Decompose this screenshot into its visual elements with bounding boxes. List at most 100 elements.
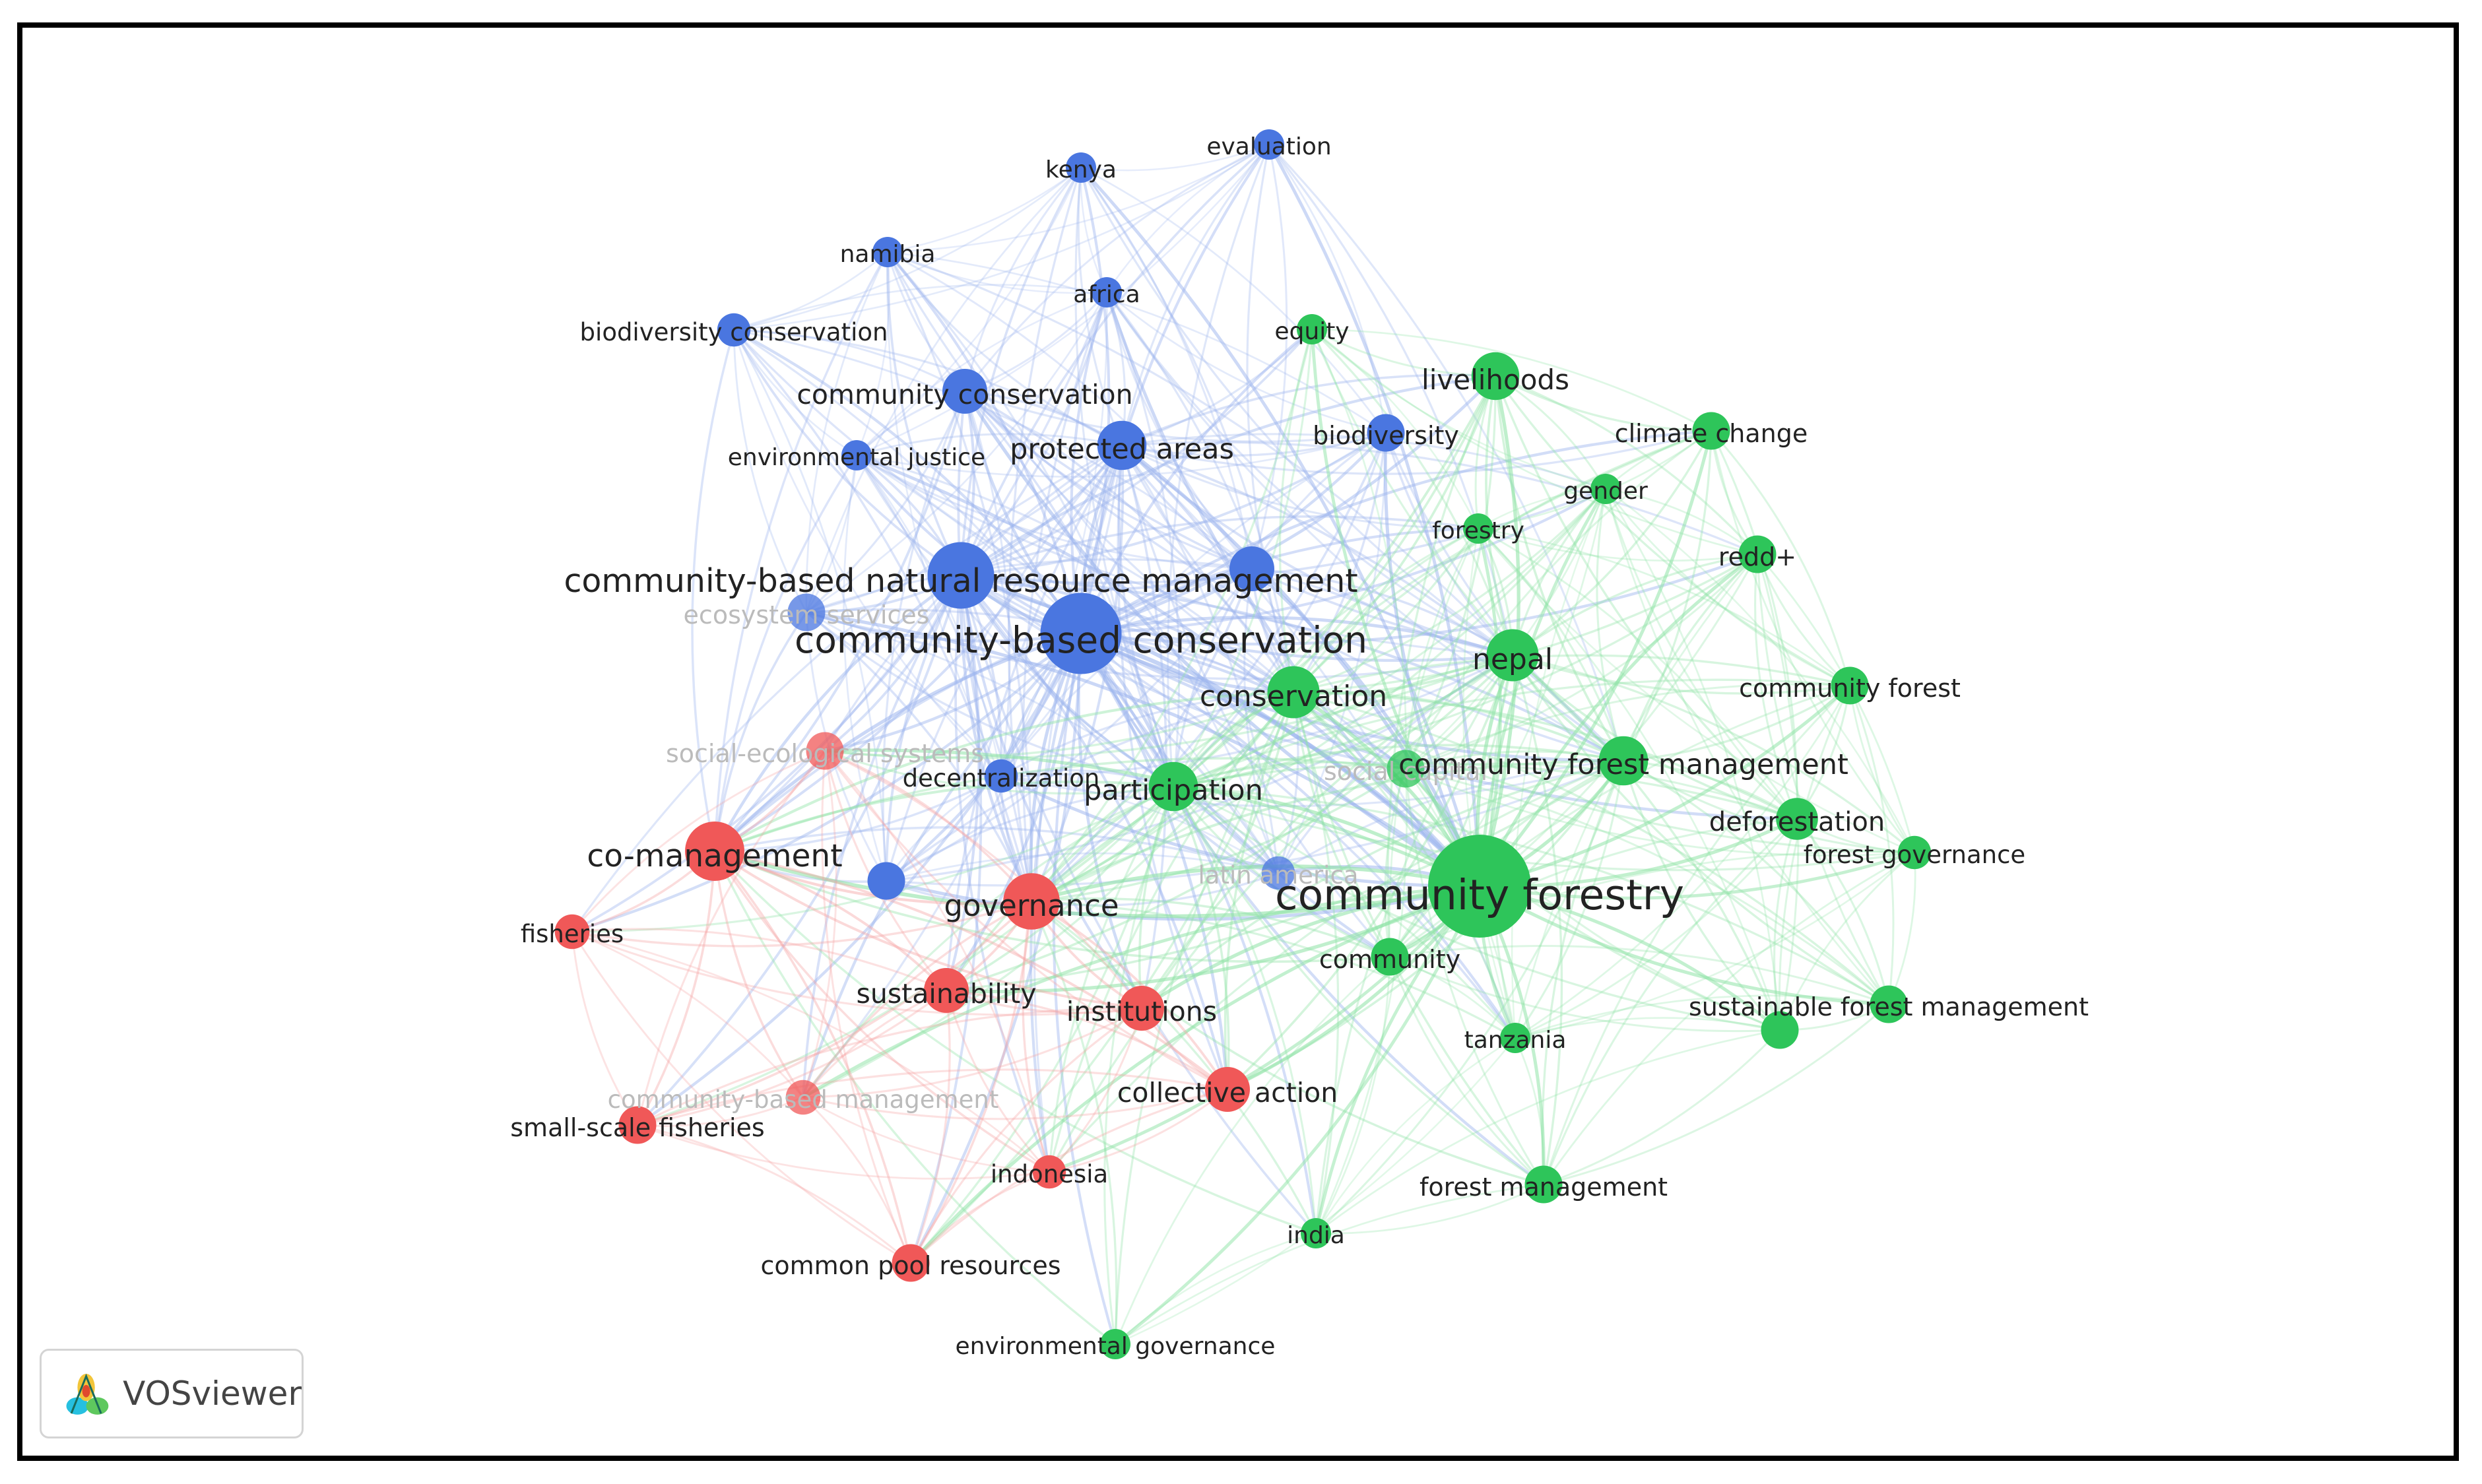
node-participation[interactable] [1148,761,1198,812]
node-protected-areas[interactable] [1097,420,1147,470]
node-namibia[interactable] [872,237,903,267]
node-forest-management[interactable] [1524,1165,1563,1204]
node-equity[interactable] [1297,314,1327,344]
edge-namibia-ecosystem_services [805,251,889,613]
edge-co_management-institutions [713,850,1142,1010]
node-community-forest[interactable] [1831,666,1869,705]
node-green-extra[interactable] [1761,1011,1799,1049]
node-cbm[interactable] [785,1080,821,1115]
node-sfm[interactable] [1870,985,1908,1023]
node-climate-change[interactable] [1692,412,1730,450]
edge-co_management-collective_action [714,850,1229,1091]
edge-biodiversity_conservation-conservation [733,329,1294,694]
edge-cbnrm_b-cfm [1251,567,1625,762]
edge-protected_areas-climate_change [1121,430,1712,475]
node-cbnrm[interactable] [927,542,995,609]
node-evaluation[interactable] [1254,129,1284,160]
edge-cbc-livelihoods [1080,375,1497,635]
edge-community_forestry-environmental_governance [1114,885,1482,1345]
edge-biodiversity-nepal [1385,432,1514,657]
node-kenya[interactable] [1066,152,1096,183]
edge-community_forest-green_extra [1778,685,1851,1031]
edge-evaluation-africa [1105,143,1270,293]
edge-co_management-governance [714,850,1032,905]
node-india[interactable] [1301,1218,1331,1248]
node-ecosystem-services[interactable] [787,593,826,631]
edge-kenya-namibia [887,167,1082,253]
node-social-capital[interactable] [1387,750,1425,788]
edge-protected_areas-conservation [1121,444,1295,693]
node-community-forestry[interactable] [1428,835,1531,938]
edge-indonesia-cpr [909,1171,1050,1264]
vosviewer-badge[interactable]: VOSviewer [40,1349,304,1438]
edge-forestry-forest_governance [1478,528,1915,854]
edge-decentralization-cfm [1000,759,1624,808]
label-co-management: co-management [587,838,842,874]
edge-social_capital-participation [1173,761,1406,788]
node-biodiversity[interactable] [1367,414,1405,452]
node-collective-action[interactable] [1205,1067,1250,1112]
edge-ssf-indonesia [637,1124,1050,1180]
edge-sustainability-institutions [946,989,1142,1014]
edge-social_capital-india [1315,768,1408,1234]
edge-decentralization-conservation [1000,691,1294,777]
edge-forest_governance-forest_management [1542,851,1915,1185]
node-community-conservation[interactable] [942,369,987,414]
node-fisheries[interactable] [554,914,590,950]
node-environmental-governance[interactable] [1100,1329,1130,1359]
node-institutions[interactable] [1119,986,1164,1031]
node-ses[interactable] [806,732,844,770]
node-redd[interactable] [1738,535,1777,573]
node-forest-governance[interactable] [1897,835,1932,870]
node-blue-extra[interactable] [867,862,905,900]
edge-kenya-cbnrm_b [1080,167,1253,569]
node-forestry[interactable] [1463,513,1493,544]
edge-livelihoods-community [1387,375,1497,957]
label-evaluation: evaluation [1206,133,1331,160]
edge-environmental_justice-nepal [856,454,1513,657]
node-livelihoods[interactable] [1471,352,1520,401]
edge-participation-deforestation [1173,762,1798,820]
node-cpr[interactable] [892,1244,930,1282]
label-ecosystem-services: ecosystem services [684,600,930,629]
node-decentralization[interactable] [984,759,1018,793]
edge-community_conservation-decentralization [963,391,1011,777]
node-africa[interactable] [1092,277,1122,307]
edge-community_forestry-cpr [909,884,1480,1264]
edge-gender-tanzania [1511,488,1607,1039]
node-nepal[interactable] [1486,629,1539,682]
edge-co_management-sustainability [714,850,948,992]
edge-namibia-decentralization [886,251,1002,777]
edge-social_capital-forest_management [1404,768,1545,1185]
edge-cbnrm_b-latin_america [1243,568,1280,874]
node-conservation[interactable] [1267,666,1320,719]
edge-sfm-forest_management [1543,1003,1889,1186]
node-community[interactable] [1371,938,1409,976]
node-cbnrm-b[interactable] [1229,546,1274,591]
edge-cbc-equity [1080,328,1313,634]
node-indonesia[interactable] [1032,1155,1066,1189]
edge-co_management-cbm [713,851,804,1098]
nodes-layer[interactable] [554,129,1932,1359]
edge-environmental_justice-cbnrm_b [856,454,1253,570]
node-gender[interactable] [1590,474,1621,504]
node-cbc[interactable] [1040,593,1122,674]
edge-evaluation-environmental_justice [856,144,1270,457]
node-sustainability[interactable] [924,968,969,1013]
node-co-management[interactable] [685,822,744,881]
node-latin-america[interactable] [1261,856,1295,890]
edge-participation-collective_action [1172,786,1230,1090]
node-tanzania[interactable] [1500,1023,1530,1053]
edge-decentralization-community_forestry [1000,774,1480,888]
edge-community_forest-community_forestry [1479,684,1851,888]
node-deforestation[interactable] [1776,798,1818,840]
edge-biodiversity_conservation-governance [733,329,1033,902]
node-ssf[interactable] [618,1106,657,1144]
node-biodiversity-conservation[interactable] [717,313,751,347]
edge-cbnrm-institutions [959,575,1143,1010]
edge-governance-collective_action [1031,900,1229,1091]
node-governance[interactable] [1003,873,1060,930]
node-environmental-justice[interactable] [841,440,872,470]
node-cfm[interactable] [1598,736,1649,786]
